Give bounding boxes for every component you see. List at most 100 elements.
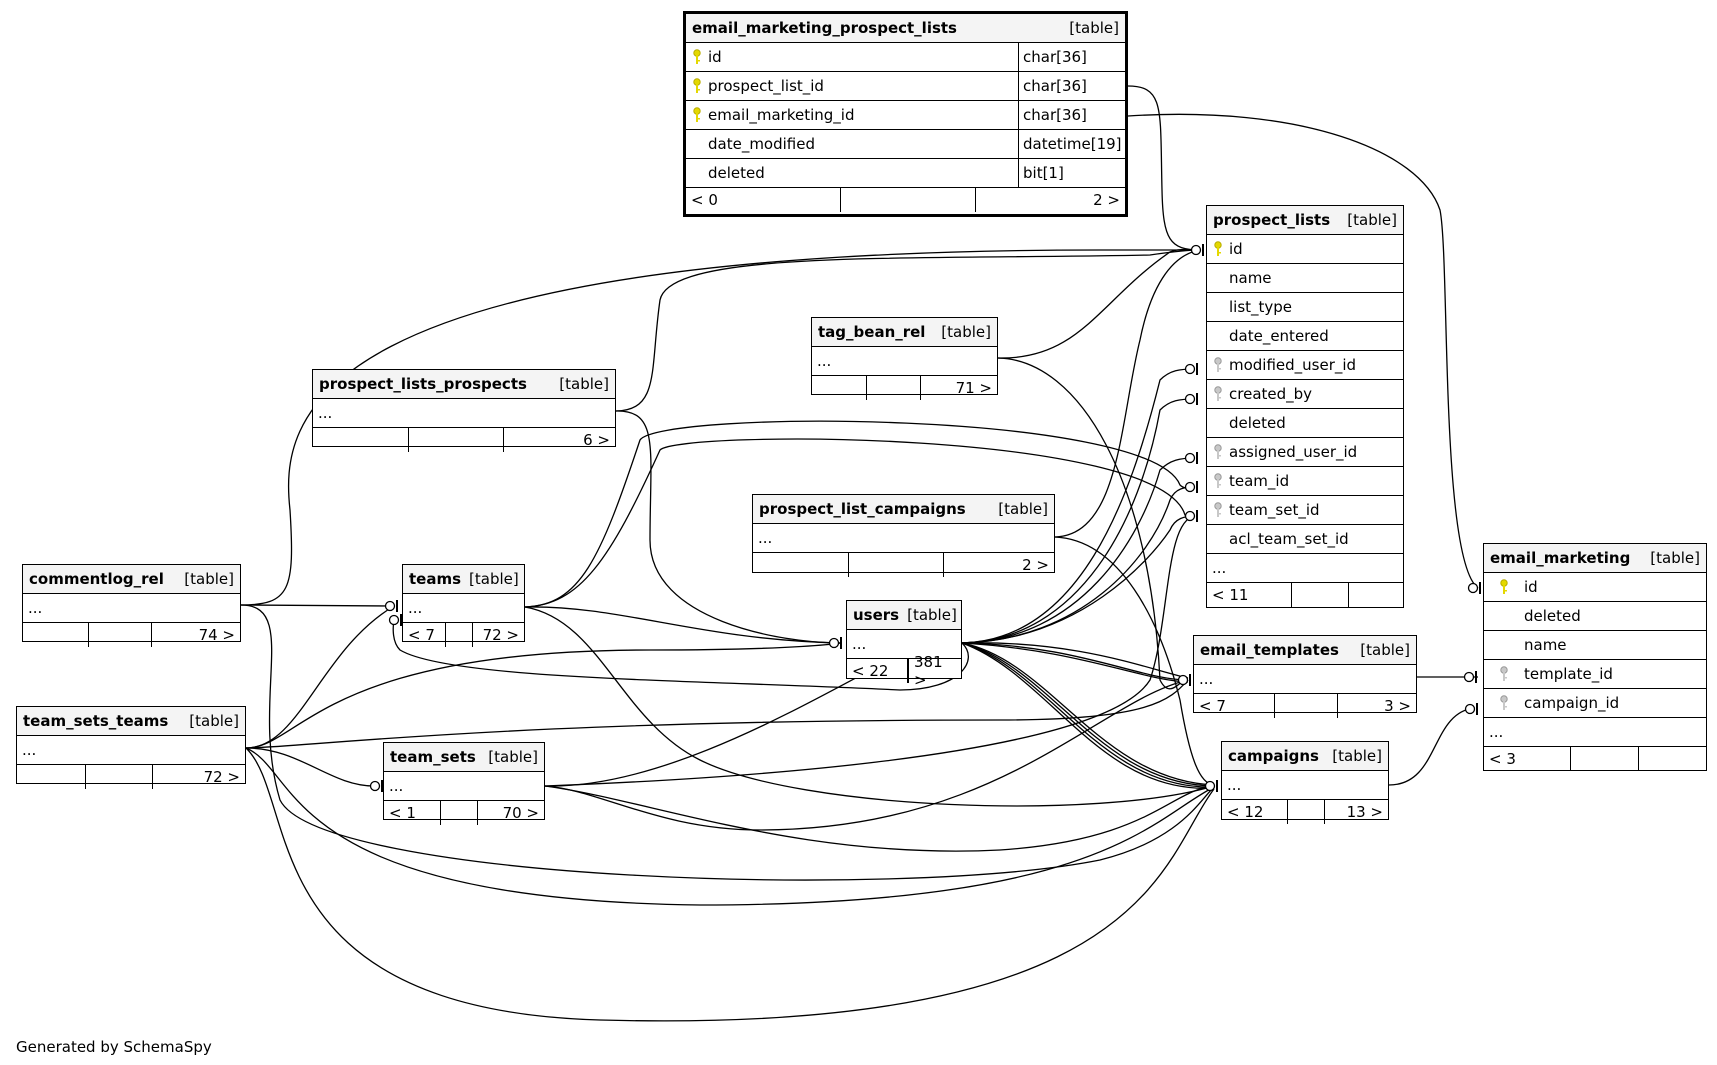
column-row[interactable]: id char[36] — [686, 43, 1125, 72]
relationship-line — [245, 747, 1215, 906]
relationship-line — [544, 679, 1189, 831]
table-footer: 2 > — [753, 553, 1054, 577]
generator-credit: Generated by SchemaSpy — [16, 1038, 212, 1056]
child-count[interactable]: 2 > — [1022, 556, 1049, 574]
column-row[interactable]: team_id — [1207, 467, 1403, 496]
column-row[interactable]: deleted — [1484, 602, 1706, 631]
table-team-sets-teams[interactable]: team_sets_teams[table] ... 72 > — [16, 706, 246, 789]
parent-count[interactable]: < 12 — [1222, 800, 1288, 824]
table-header: email_marketing_prospect_lists [table] — [686, 14, 1125, 43]
foreign-key-icon — [1207, 443, 1229, 461]
child-count[interactable]: 3 > — [1384, 697, 1411, 715]
foreign-key-icon — [1207, 356, 1229, 374]
relationship-line — [997, 248, 1201, 359]
more-columns: ... — [1222, 771, 1388, 800]
child-count[interactable]: 71 > — [955, 379, 992, 397]
column-row[interactable]: team_set_id — [1207, 496, 1403, 525]
table-name: campaigns — [1228, 747, 1319, 765]
relationship-line — [961, 642, 1215, 786]
table-header: teams[table] — [403, 565, 524, 594]
column-row[interactable]: date_modified datetime[19] — [686, 130, 1125, 159]
parent-count[interactable]: < 11 — [1207, 583, 1292, 607]
child-count[interactable]: 72 > — [482, 626, 519, 644]
parent-count[interactable] — [23, 623, 89, 647]
parent-count[interactable]: < 7 — [1194, 694, 1275, 718]
parent-count[interactable]: < 0 — [686, 188, 841, 212]
table-prospect-list-campaigns[interactable]: prospect_list_campaigns[table] ... 2 > — [752, 494, 1055, 577]
child-count[interactable]: 74 > — [198, 626, 235, 644]
table-email-templates[interactable]: email_templates[table] ... < 7 3 > — [1193, 635, 1417, 718]
table-header: prospect_lists_prospects[table] — [313, 370, 615, 399]
table-commentlog-rel[interactable]: commentlog_rel[table] ... 74 > — [22, 564, 241, 647]
column-row[interactable]: name — [1207, 264, 1403, 293]
foreign-key-icon — [1484, 694, 1524, 712]
child-count[interactable]: 2 > — [1093, 191, 1120, 209]
parent-count[interactable] — [313, 428, 409, 452]
more-columns: ... — [1207, 554, 1403, 583]
table-prospect-lists[interactable]: prospect_lists [table] id name list_type… — [1206, 205, 1404, 608]
cardinality-marker — [1177, 674, 1189, 686]
column-row[interactable]: list_type — [1207, 293, 1403, 322]
more-columns: ... — [1194, 665, 1416, 694]
column-row[interactable]: deleted — [1207, 409, 1403, 438]
cardinality-marker — [1204, 780, 1216, 792]
more-columns: ... — [753, 524, 1054, 553]
column-row[interactable]: campaign_id — [1484, 689, 1706, 718]
table-name: prospect_lists_prospects — [319, 375, 527, 393]
column-type: bit[1] — [1018, 159, 1125, 187]
relationship-line — [245, 747, 375, 787]
column-row[interactable]: created_by — [1207, 380, 1403, 409]
child-count[interactable]: 13 > — [1346, 803, 1383, 821]
table-header: email_templates[table] — [1194, 636, 1416, 665]
child-count[interactable] — [1639, 747, 1706, 771]
table-type: [table] — [189, 712, 239, 730]
table-teams[interactable]: teams[table] ... < 7 72 > — [402, 564, 525, 647]
column-row[interactable]: id — [1207, 235, 1403, 264]
column-row[interactable]: assigned_user_id — [1207, 438, 1403, 467]
table-prospect-lists-prospects[interactable]: prospect_lists_prospects[table] ... 6 > — [312, 369, 616, 452]
column-row[interactable]: prospect_list_id char[36] — [686, 72, 1125, 101]
table-email-marketing[interactable]: email_marketing [table] id deleted name … — [1483, 543, 1707, 771]
column-row[interactable]: email_marketing_id char[36] — [686, 101, 1125, 130]
table-type: [table] — [998, 500, 1048, 518]
table-tag-bean-rel[interactable]: tag_bean_rel[table] ... 71 > — [811, 317, 998, 400]
table-footer: < 0 2 > — [686, 188, 1125, 212]
column-row[interactable]: modified_user_id — [1207, 351, 1403, 380]
foreign-key-icon — [1207, 501, 1229, 519]
relationship-line — [615, 249, 1201, 412]
column-row[interactable]: id — [1484, 573, 1706, 602]
table-footer: 72 > — [17, 765, 245, 789]
more-columns: ... — [313, 399, 615, 428]
relationship-line — [1127, 85, 1201, 251]
child-count[interactable]: 381 > — [914, 653, 943, 689]
child-count[interactable]: 6 > — [583, 431, 610, 449]
parent-count[interactable] — [753, 553, 849, 577]
child-count[interactable] — [1349, 583, 1403, 607]
column-row[interactable]: acl_team_set_id — [1207, 525, 1403, 554]
child-count[interactable]: 70 > — [502, 804, 539, 822]
more-columns: ... — [403, 594, 524, 623]
parent-count[interactable] — [17, 765, 86, 789]
parent-count[interactable]: < 3 — [1484, 747, 1571, 771]
column-name: created_by — [1229, 385, 1313, 403]
column-name: template_id — [1524, 665, 1613, 683]
column-row[interactable]: deleted bit[1] — [686, 159, 1125, 188]
parent-count[interactable] — [812, 376, 867, 400]
child-count[interactable]: 72 > — [203, 768, 240, 786]
column-row[interactable]: name — [1484, 631, 1706, 660]
parent-count[interactable]: < 22 — [847, 659, 908, 683]
table-name: commentlog_rel — [29, 570, 164, 588]
parent-count[interactable]: < 7 — [403, 623, 446, 647]
column-row[interactable]: template_id — [1484, 660, 1706, 689]
table-email-marketing-prospect-lists[interactable]: email_marketing_prospect_lists [table] i… — [683, 11, 1128, 217]
more-columns: ... — [17, 736, 245, 765]
cardinality-marker — [384, 600, 396, 612]
primary-key-icon — [1207, 240, 1229, 258]
parent-count[interactable]: < 1 — [384, 801, 441, 825]
table-header: email_marketing [table] — [1484, 544, 1706, 573]
table-type: [table] — [941, 323, 991, 341]
column-row[interactable]: date_entered — [1207, 322, 1403, 351]
